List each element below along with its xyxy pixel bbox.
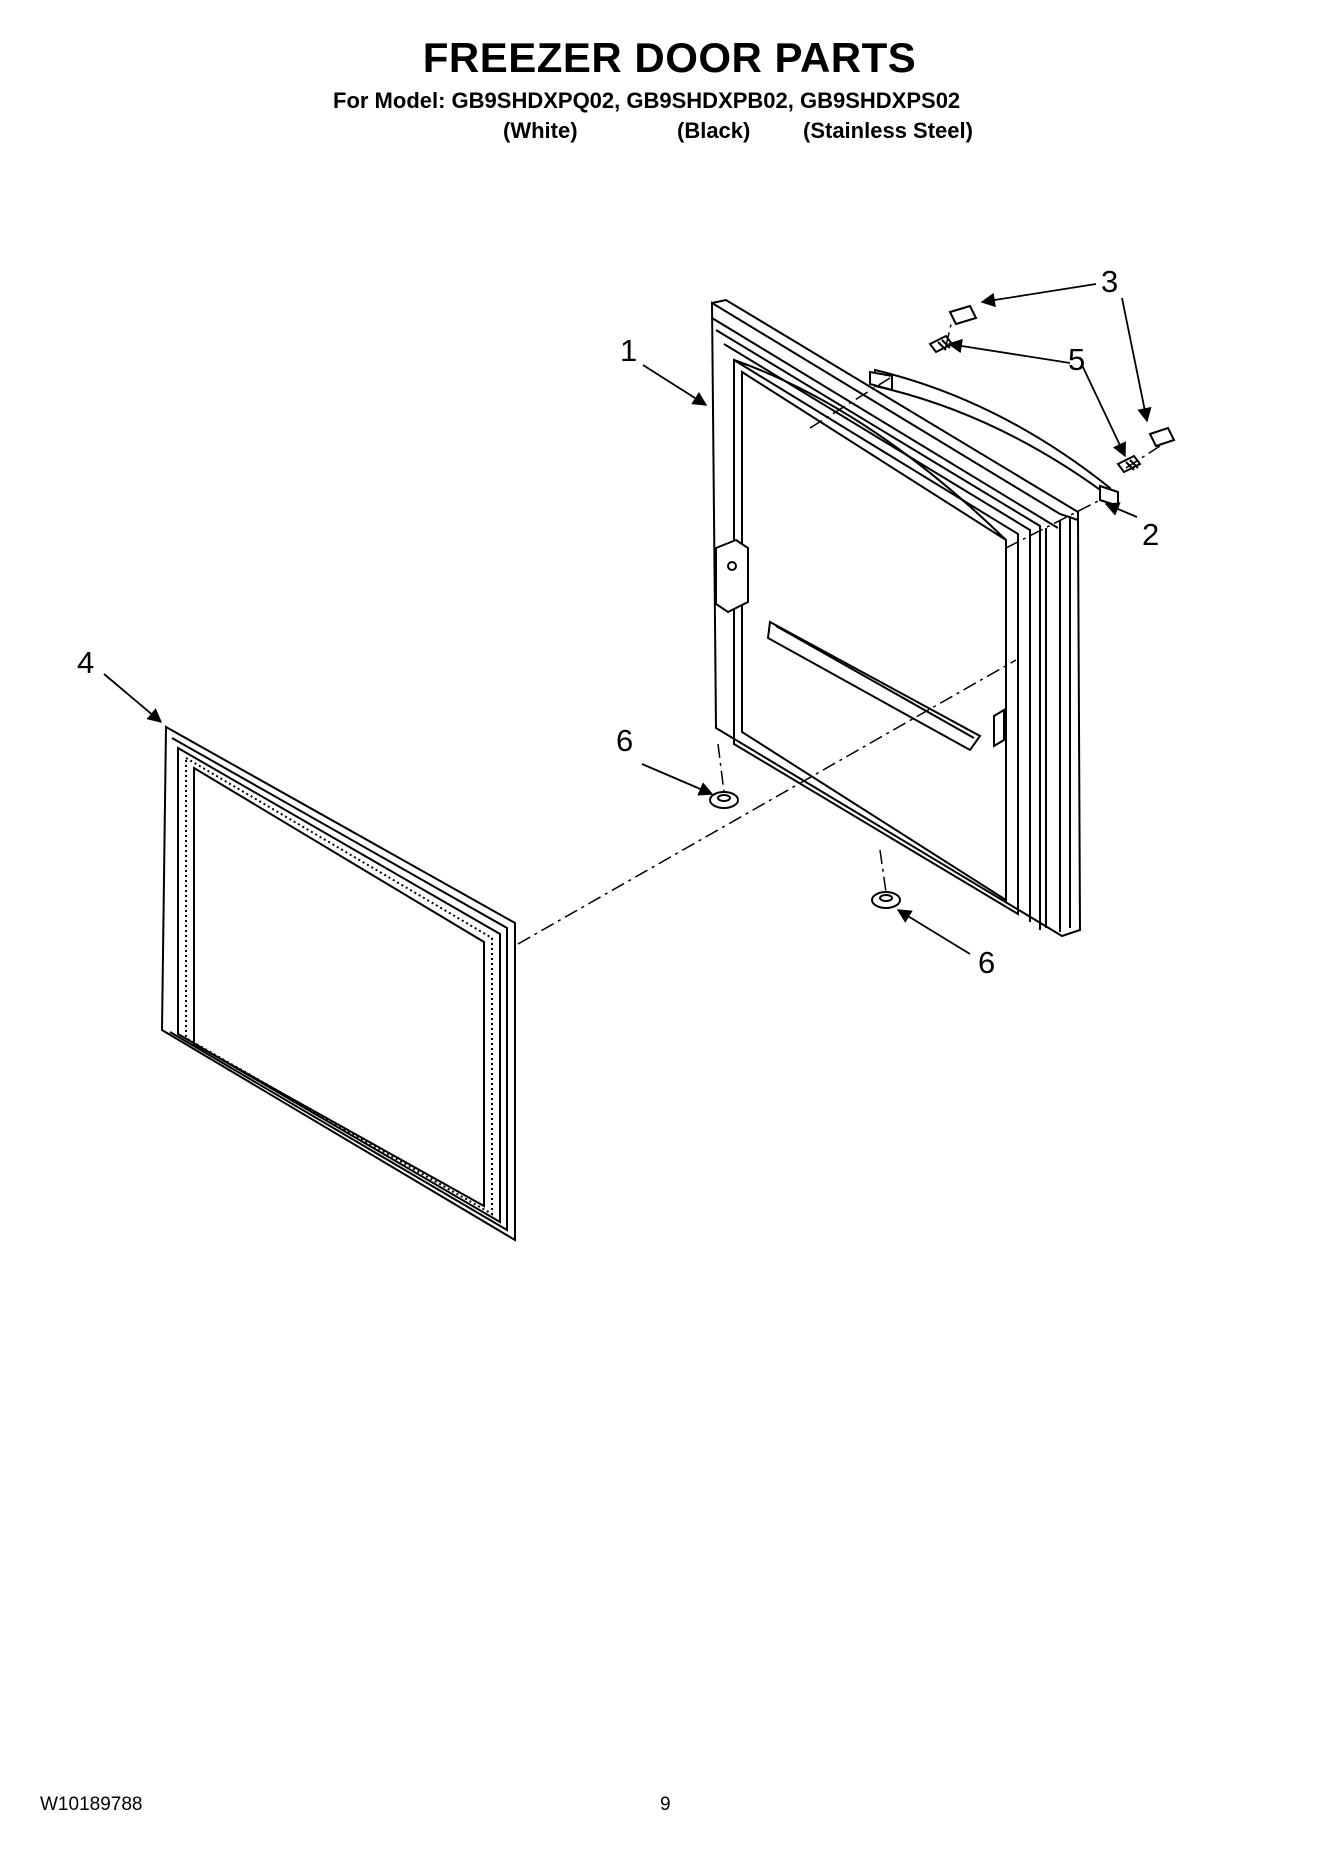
door-gasket [160, 725, 516, 1242]
alignment-lines [517, 319, 1161, 945]
callout-2: 2 [1142, 517, 1159, 552]
door-handle [869, 368, 1119, 508]
page-title: FREEZER DOOR PARTS [422, 34, 917, 81]
page-number: 9 [660, 1794, 671, 1815]
variant-black: (Black) [677, 118, 751, 143]
leader-arrows [103, 283, 1152, 955]
handle-end-cap [948, 304, 1176, 448]
callout-6-left: 6 [616, 723, 633, 758]
document-number: W10189788 [40, 1794, 143, 1815]
freezer-door [710, 298, 1082, 938]
variant-stainless: (Stainless Steel) [803, 118, 973, 143]
callout-6-right: 6 [978, 945, 995, 980]
callout-5: 5 [1068, 342, 1085, 377]
callout-3: 3 [1101, 264, 1118, 299]
callout-1: 1 [620, 333, 637, 368]
variant-white: (White) [503, 118, 578, 143]
model-list: For Model: GB9SHDXPQ02, GB9SHDXPB02, GB9… [333, 88, 961, 113]
callout-4: 4 [77, 645, 94, 680]
